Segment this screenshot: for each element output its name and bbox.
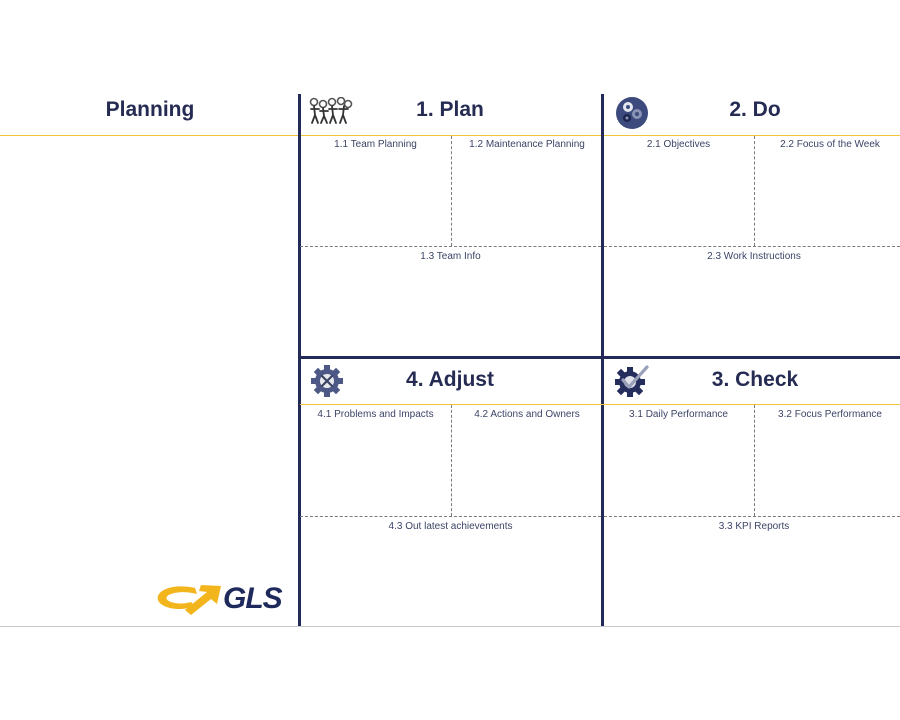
gear-tools-icon <box>311 365 343 397</box>
gear-check-icon <box>615 365 649 397</box>
divider-planning <box>298 94 301 626</box>
plan-dashed-vertical <box>451 136 452 246</box>
adjust-dashed-vertical <box>451 405 452 516</box>
gls-logo: GLS <box>155 580 290 620</box>
adjust-title: 4. Adjust <box>406 368 494 391</box>
bottom-border <box>0 626 900 627</box>
section-2-1: 2.1 Objectives <box>646 139 711 150</box>
adjust-dashed-horizontal <box>300 516 601 517</box>
section-2-3: 2.3 Work Instructions <box>707 251 801 262</box>
section-4-2: 4.2 Actions and Owners <box>474 409 580 420</box>
do-dashed-horizontal <box>604 246 900 247</box>
people-gears-icon <box>309 97 353 124</box>
section-1-3: 1.3 Team Info <box>420 251 481 262</box>
section-2-2: 2.2 Focus of the Week <box>780 139 880 150</box>
planning-title: Planning <box>105 98 195 121</box>
check-title: 3. Check <box>711 368 799 391</box>
header-underline <box>0 135 900 136</box>
plan-title: 1. Plan <box>416 98 484 121</box>
check-dashed-vertical <box>754 405 755 516</box>
lower-header-underline <box>300 404 900 405</box>
gls-logo-text: GLS <box>223 582 283 615</box>
divider-middle <box>601 94 604 626</box>
check-dashed-horizontal <box>604 516 900 517</box>
plan-dashed-horizontal <box>300 246 601 247</box>
section-3-1: 3.1 Daily Performance <box>629 409 728 420</box>
section-1-2: 1.2 Maintenance Planning <box>469 139 585 150</box>
divider-horizontal <box>298 356 900 359</box>
section-4-1: 4.1 Problems and Impacts <box>317 409 434 420</box>
do-title: 2. Do <box>729 98 781 121</box>
section-4-3: 4.3 Out latest achievements <box>388 521 513 532</box>
section-3-2: 3.2 Focus Performance <box>778 409 882 420</box>
gls-arrow-icon <box>157 585 221 615</box>
gears-circle-icon <box>616 97 648 129</box>
do-dashed-vertical <box>754 136 755 246</box>
section-3-3: 3.3 KPI Reports <box>718 521 790 532</box>
section-1-1: 1.1 Team Planning <box>334 139 417 150</box>
